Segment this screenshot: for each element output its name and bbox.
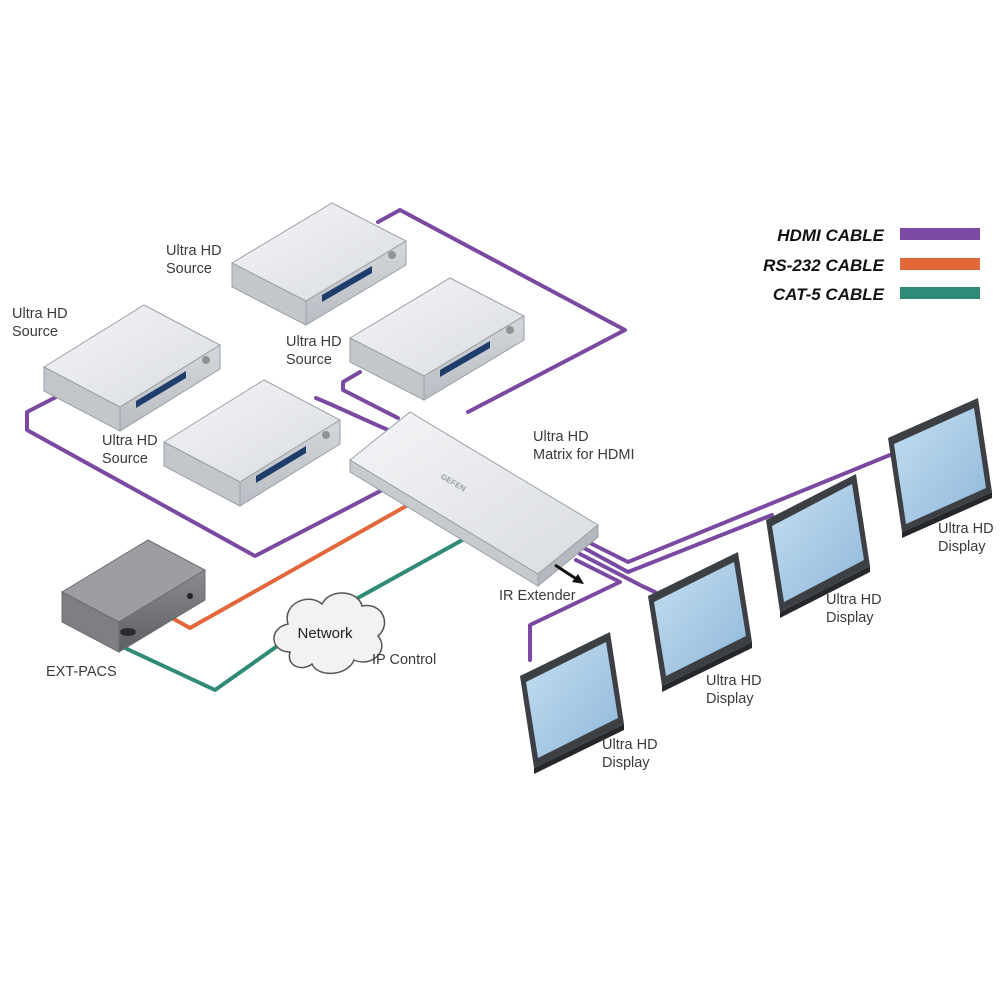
display-2 (766, 474, 870, 618)
source-device-4 (162, 379, 342, 507)
legend-cat5-swatch (900, 287, 980, 299)
hdmi-cable-display-2 (582, 513, 774, 574)
source-label-4: Ultra HD Source (102, 433, 162, 467)
source-device-3 (348, 277, 526, 401)
display-3 (648, 552, 752, 692)
cat5-cable (123, 536, 468, 692)
hdmi-cable-display-1 (586, 453, 892, 564)
hdmi-cable-source-3 (341, 370, 400, 420)
network-label: Network (297, 625, 353, 642)
source-device-2 (42, 304, 222, 432)
display-label-1: Ultra HD Display (938, 521, 998, 555)
display-label-3: Ultra HD Display (706, 673, 766, 707)
display-label-4: Ultra HD Display (602, 737, 662, 771)
display-4 (520, 632, 624, 774)
legend-rs232-label: RS-232 CABLE (763, 256, 885, 275)
ext-pacs-label: EXT-PACS (46, 664, 117, 680)
legend-hdmi-swatch (900, 228, 980, 240)
hdmi-cable-source-1 (376, 208, 627, 414)
legend: HDMI CABLE RS-232 CABLE CAT-5 CABLE (763, 226, 980, 304)
matrix-label: Ultra HD Matrix for HDMI (533, 429, 635, 463)
source-label-3: Ultra HD Source (286, 334, 346, 368)
ip-control-label: IP Control (372, 652, 436, 668)
hdmi-cable-display-3 (578, 552, 657, 594)
legend-cat5-label: CAT-5 CABLE (773, 285, 885, 304)
network-cloud-icon: Network (273, 592, 386, 674)
cables (25, 208, 892, 692)
display-1 (888, 398, 992, 538)
hdmi-cable-display-4 (528, 558, 622, 662)
display-label-2: Ultra HD Display (826, 592, 886, 626)
ir-extender-arrow-icon (554, 563, 584, 584)
rs232-cable (170, 503, 410, 630)
ir-extender-label: IR Extender (499, 588, 576, 604)
hdmi-cable-source-2 (25, 393, 394, 558)
source-label-2: Ultra HD Source (12, 306, 72, 340)
matrix-device: GEFEN (349, 411, 599, 588)
source-device-1 (230, 202, 408, 326)
legend-hdmi-label: HDMI CABLE (777, 226, 884, 245)
ext-pacs-device (60, 539, 207, 653)
legend-rs232-swatch (900, 258, 980, 270)
source-label-1: Ultra HD Source (166, 243, 226, 277)
hdmi-cable-source-4 (314, 396, 390, 432)
